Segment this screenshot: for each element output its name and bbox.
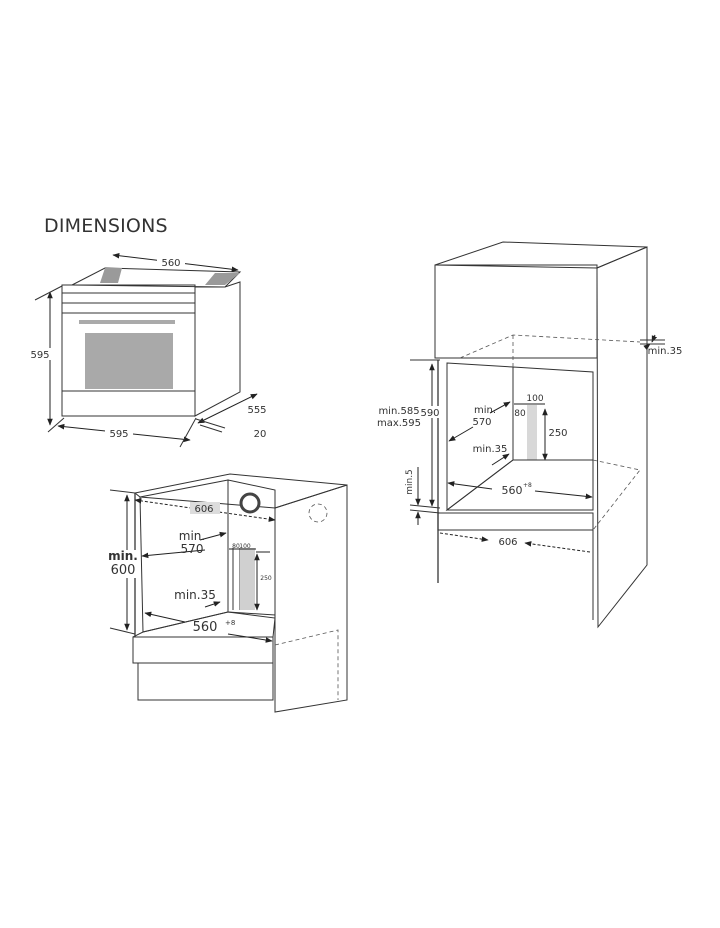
oven-width-top-label: 560 [161,258,180,269]
col-vent-h-label: 250 [548,428,567,439]
col-depth-min-prefix: min. [474,405,496,416]
oven-depth-label: 555 [247,405,266,416]
col-base-gap-label: min.5 [405,469,415,495]
col-height-min-label: min.585 [378,406,419,417]
uc-cabinet-depth-label: 606 [194,504,213,515]
oven-width-front-label: 595 [109,429,128,440]
uc-height-min-prefix: min. [108,549,138,563]
col-vent-a-label: 80 [514,409,526,419]
uc-niche-width-label: 560 [193,620,218,635]
col-depth-label: 570 [472,417,491,428]
uc-vent-b-label: 100 [239,543,251,550]
uc-vent-a-label: 80 [232,543,240,550]
col-vent-b-label: 100 [526,394,543,404]
uc-vent-h-label: 250 [260,575,272,582]
oven-door-label: 20 [254,429,267,440]
under-counter-cabinet [132,473,348,713]
oven-dimensions: 560 595 595 555 20 [28,252,267,448]
col-niche-width-label: 560 [502,484,523,497]
under-counter-dimensions: 606 min. 600 min. 570 80 100 250 min.35 … [108,489,276,643]
col-top-gap-label: min.35 [648,346,683,357]
col-height-label: 590 [420,408,439,419]
uc-height-label: 600 [111,563,136,578]
uc-depth-min-prefix: min. [179,529,205,543]
col-cabinet-depth-label: 606 [498,537,517,548]
oven-drawing [61,267,242,417]
column-cabinet [434,241,648,629]
col-height-max-label: max.595 [377,418,421,429]
column-dimensions: min.35 min.585 max.595 590 min.5 min. 57… [377,334,683,553]
uc-niche-tol-label: +8 [225,619,235,627]
uc-gap-label: min.35 [174,588,216,602]
uc-depth-label: 570 [181,542,204,556]
oven-height-label: 595 [30,350,49,361]
col-gap-label: min.35 [473,444,508,455]
col-niche-tol-label: +8 [523,482,532,489]
page-title: DIMENSIONS [44,215,168,237]
